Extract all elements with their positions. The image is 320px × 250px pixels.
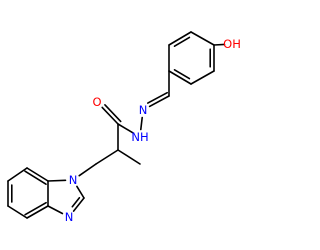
double-bond-imine_c-imine_n [148, 95, 170, 108]
single-bond-amide_n-carbonyl_c [117, 123, 135, 134]
atoms-layer: OH N NH O N N [65, 37, 241, 224]
double-bond-bzim_c7-bzim_c7a-second [24, 170, 47, 185]
molecule-structure-diagram: OH N NH O N N [7, 31, 241, 224]
single-bond-imine_n-amide_n [140, 116, 143, 131]
atom-label-bzim_n1: N [69, 173, 78, 187]
single-bond-bzim_n1-bzim_c2 [76, 185, 85, 199]
double-bond-bzim_c3a-bzim_c4 [26, 205, 49, 219]
double-bond-ring_top_c5-ring_top_c6-inner [173, 69, 191, 80]
single-bond-bzim_c6-bzim_c7 [7, 167, 28, 182]
double-bond-ring_top_c5-ring_top_c6 [168, 70, 192, 85]
atom-label-hydroxyl: OH [223, 37, 241, 51]
single-bond-bzim_n3-bzim_c3a [47, 205, 64, 215]
double-bond-bzim_c3a-bzim_c4-second [24, 201, 47, 216]
double-bond-carbonyl_c-carbonyl_o-second [104, 104, 122, 123]
double-bond-ring_top_c1-ring_top_c2-inner [173, 36, 191, 48]
double-bond-ring_top_c1-ring_top_c2 [168, 31, 192, 46]
single-bond-ring_top_c3-hydroxyl [213, 43, 226, 46]
single-bond-bzim_c7a-bzim_n1 [47, 179, 67, 182]
single-bond-ch_c-methyl_c [117, 149, 141, 165]
atom-label-amide_n: NH [131, 130, 148, 144]
double-bond-bzim_c2-bzim_n3 [72, 197, 85, 212]
double-bond-carbonyl_c-carbonyl_o [101, 106, 119, 125]
single-bond-ch2_c-bzim_n1 [78, 163, 97, 177]
atom-label-carbonyl_o: O [92, 95, 101, 109]
single-bond-bzim_c4-bzim_c5 [7, 205, 28, 219]
single-bond-ch_c-ch2_c [95, 149, 119, 165]
single-bond-ring_top_c2-ring_top_c3 [190, 31, 215, 46]
atom-label-imine_n: N [139, 103, 148, 117]
bonds-layer [7, 31, 226, 219]
single-bond-ring_top_c4-ring_top_c5 [190, 70, 215, 85]
double-bond-bzim_c7-bzim_c7a [26, 167, 49, 182]
atom-label-bzim_n3: N [65, 210, 74, 224]
double-bond-imine_c-imine_n-second [147, 91, 168, 104]
double-bond-bzim_c2-bzim_n3-inner [71, 196, 81, 208]
